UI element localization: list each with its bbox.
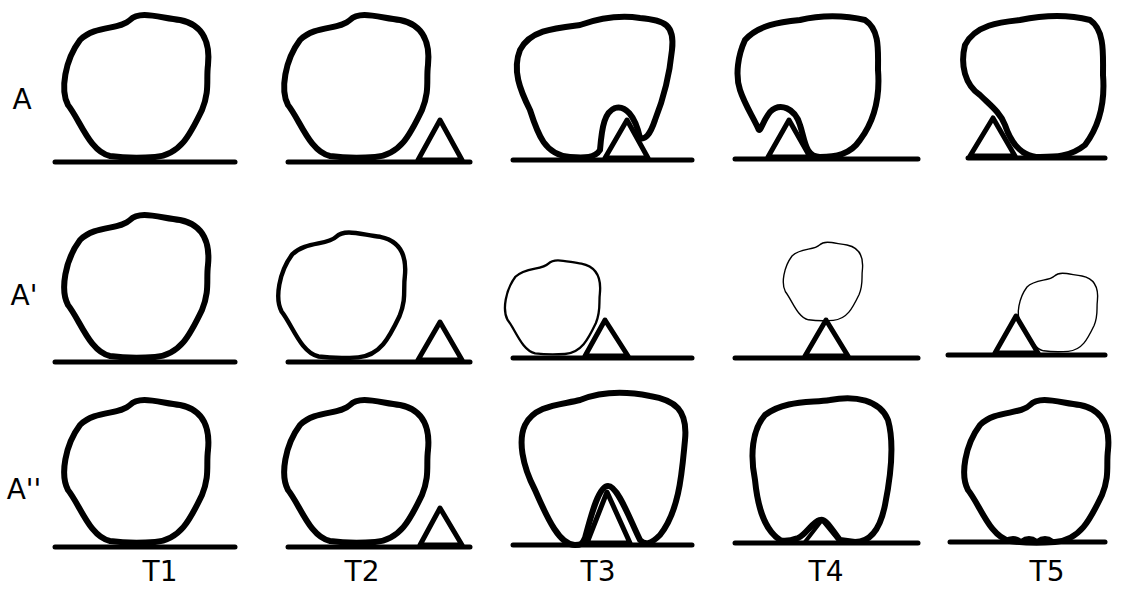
time-label: T3 bbox=[581, 558, 616, 586]
time-label: T5 bbox=[1030, 558, 1065, 586]
cell-row-a-prime bbox=[64, 215, 1097, 358]
time-label: T2 bbox=[345, 558, 380, 586]
row-label: A' bbox=[11, 282, 38, 310]
ground-lines bbox=[55, 158, 1105, 547]
cell-row-a bbox=[64, 15, 1103, 158]
row-label: A bbox=[12, 86, 31, 114]
time-label: T4 bbox=[809, 558, 844, 586]
row-label: A'' bbox=[7, 476, 42, 504]
cell-row-a-double-prime bbox=[64, 393, 1108, 545]
time-label: T1 bbox=[143, 558, 178, 586]
triangles bbox=[418, 118, 1038, 545]
